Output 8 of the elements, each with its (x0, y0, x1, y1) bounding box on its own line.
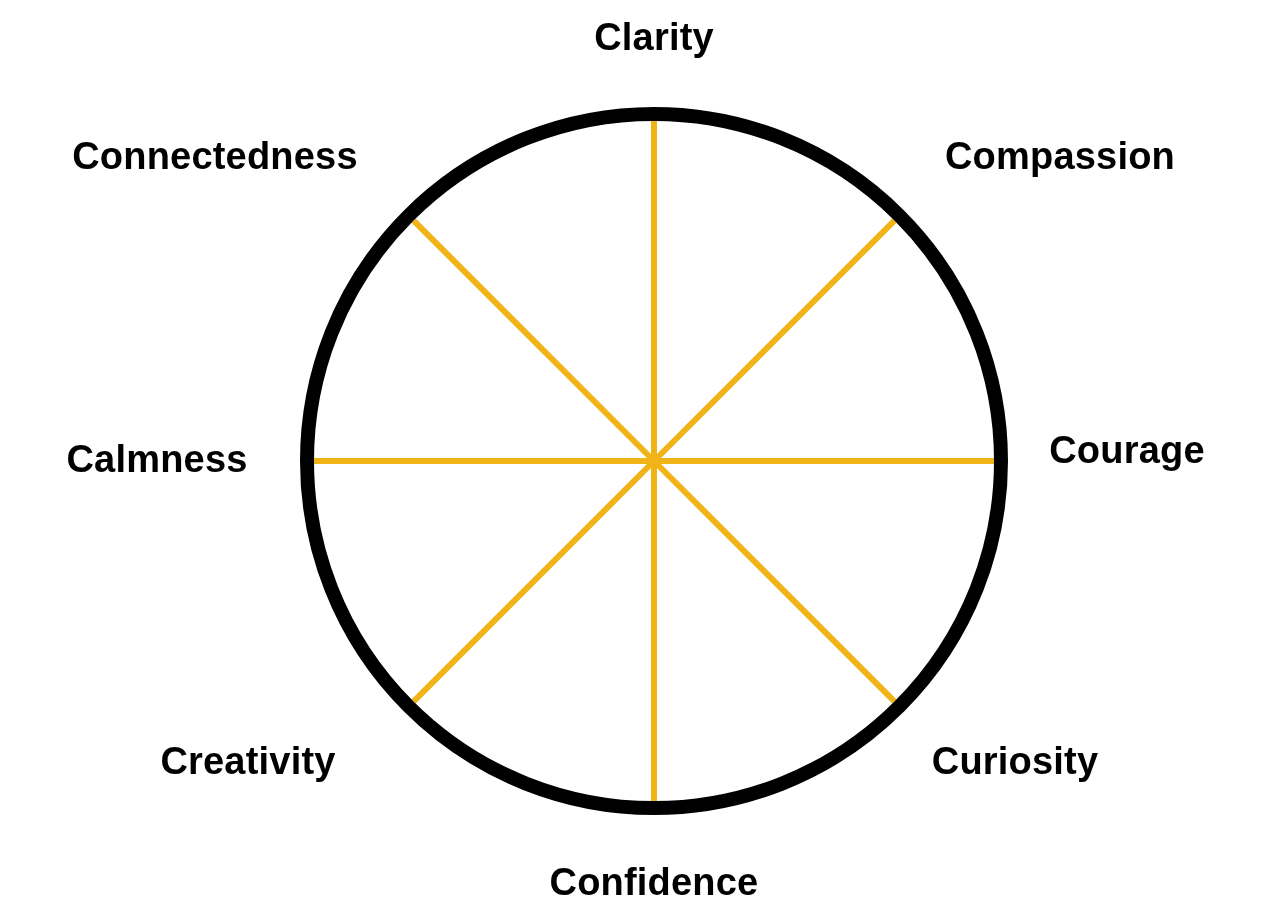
spoke-label: Connectedness (72, 136, 358, 178)
spoke-label: Curiosity (931, 741, 1099, 783)
spoke-label: Confidence (549, 862, 759, 904)
spoke-label: Creativity (160, 741, 336, 783)
spoke-label: Compassion (945, 136, 1175, 178)
spoke-label: Calmness (66, 439, 248, 481)
spoke-label: Courage (1049, 430, 1205, 472)
spoke-label: Clarity (594, 17, 714, 59)
